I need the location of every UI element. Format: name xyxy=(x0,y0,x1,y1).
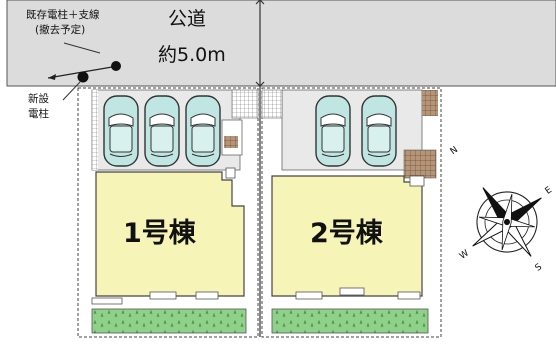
lawn-1 xyxy=(91,308,247,334)
existing-pole-label: 既存電柱＋支線 xyxy=(26,9,100,21)
building-1-label: 1号棟 xyxy=(123,218,196,249)
compass-rose-icon xyxy=(472,187,542,257)
new-pole-label-2: 電柱 xyxy=(28,108,49,120)
car-icon xyxy=(144,95,180,167)
car-icon xyxy=(315,95,351,167)
building-2-label: 2号棟 xyxy=(310,218,383,249)
road-label: 公道 xyxy=(168,8,207,30)
new-pole-icon xyxy=(62,71,89,101)
road-width-label: 約5.0m xyxy=(158,44,226,66)
lawn-2 xyxy=(271,308,429,334)
car-icon xyxy=(103,95,139,167)
existing-pole-note: (撤去予定) xyxy=(35,24,86,36)
lot-boundary-2 xyxy=(261,87,442,338)
parking-area-2 xyxy=(281,89,423,171)
new-pole-label: 新設 xyxy=(28,93,49,105)
building-1 xyxy=(95,171,245,297)
lot-boundary-1 xyxy=(77,87,259,338)
car-icon xyxy=(361,95,397,167)
public-road xyxy=(6,0,556,87)
car-icon xyxy=(185,95,221,167)
